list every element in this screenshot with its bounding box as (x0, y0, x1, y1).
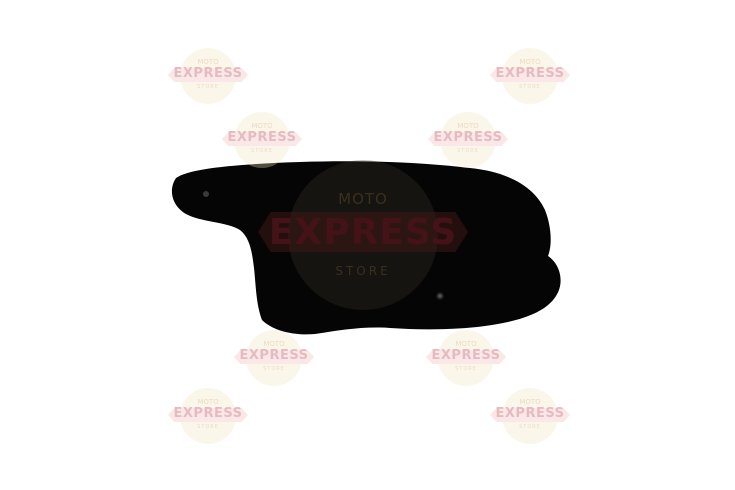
watermark-express-text: EXPRESS (268, 212, 458, 253)
watermark-store-text: STORE (335, 264, 391, 278)
watermark-logo-small: MOTO EXPRESS STORE (168, 48, 248, 110)
watermark-logo-small: MOTO EXPRESS STORE (428, 112, 508, 174)
watermark-moto-text: MOTO (338, 190, 388, 208)
watermark-logo-small: MOTO EXPRESS STORE (234, 330, 314, 392)
watermark-logo-large: MOTO EXPRESS STORE (258, 160, 468, 320)
watermark-logo-small: MOTO EXPRESS STORE (222, 112, 302, 174)
watermark-logo-small: MOTO EXPRESS STORE (168, 388, 248, 450)
watermark-logo-small: MOTO EXPRESS STORE (490, 388, 570, 450)
watermark-logo-small: MOTO EXPRESS STORE (426, 330, 506, 392)
mount-hole-upper (203, 191, 209, 197)
product-part-body (171, 161, 561, 335)
watermark-logo-small: MOTO EXPRESS STORE (490, 48, 570, 110)
